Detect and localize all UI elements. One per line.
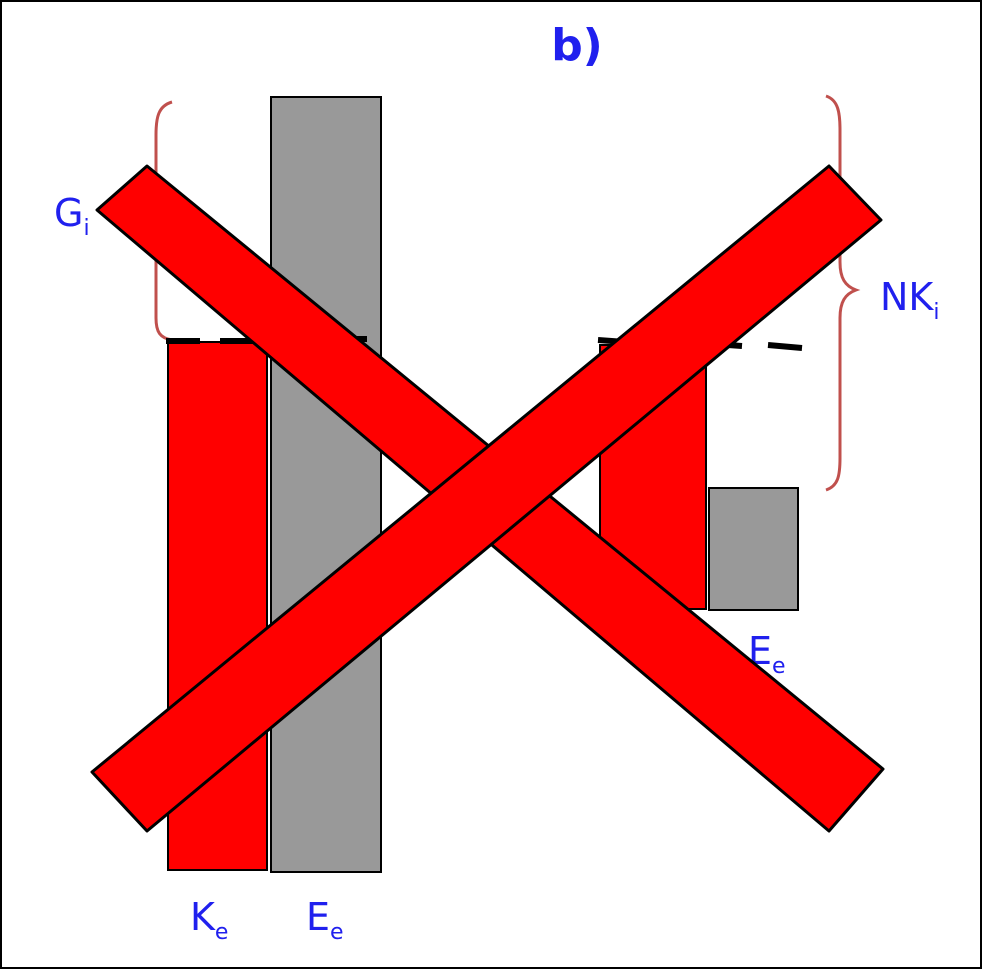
cross-stroke-2 — [90, 164, 883, 833]
label-left-k: Ke — [190, 895, 228, 945]
level-dash-6 — [767, 342, 803, 351]
label-g: Gi — [54, 191, 90, 241]
bar-left-e — [270, 96, 382, 873]
label-left-e: Ee — [306, 895, 344, 945]
panel-label: b) — [551, 20, 603, 71]
bar-right-e — [708, 487, 799, 611]
label-nk: NKi — [880, 275, 939, 325]
right-brace — [825, 94, 861, 492]
cross-out-mark — [90, 164, 885, 833]
